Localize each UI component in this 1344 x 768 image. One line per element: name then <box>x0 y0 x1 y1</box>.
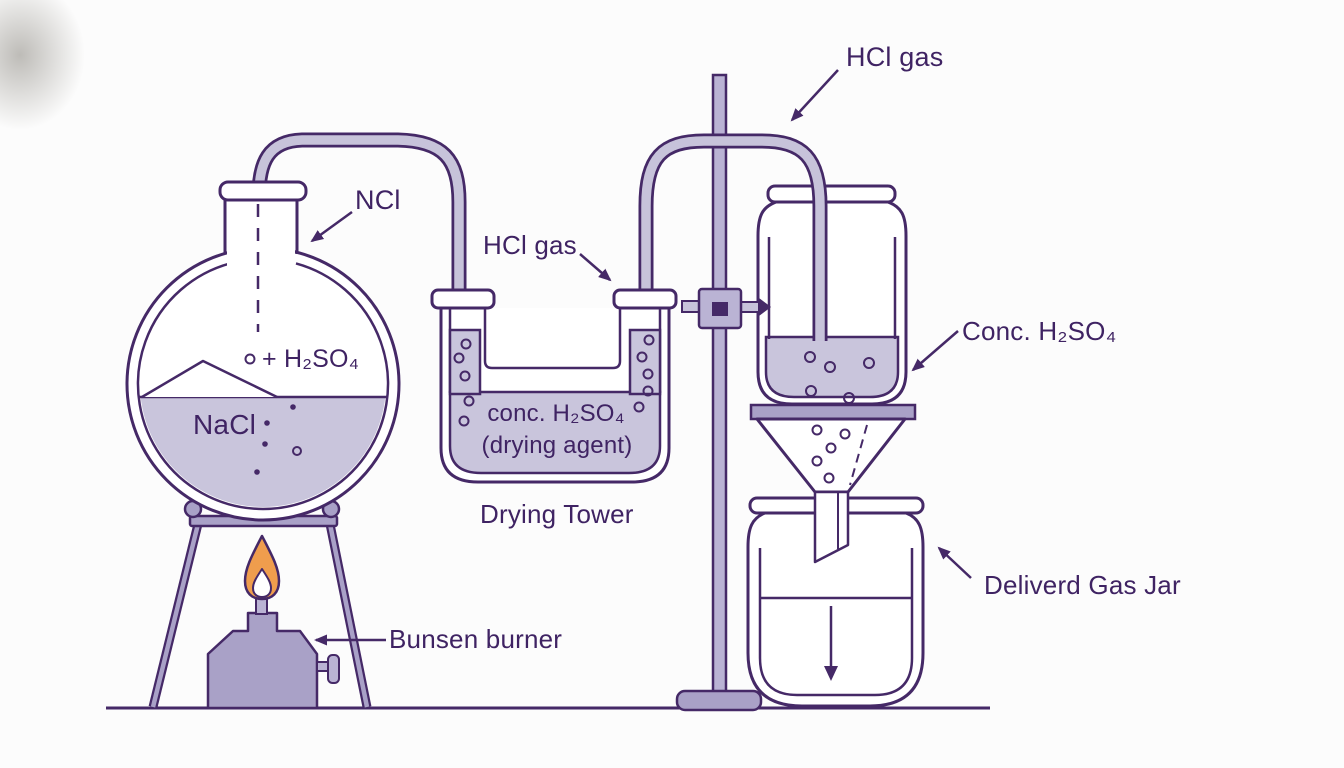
tower-baffle <box>483 308 622 370</box>
annotation-arrows <box>310 69 972 646</box>
funnel-bubbles <box>811 424 851 484</box>
flask-salt-text: NaCl <box>193 409 257 440</box>
stand-clamp <box>681 287 771 330</box>
drying-tower <box>439 308 671 484</box>
label-hcl-gas-mid: HCl gas <box>483 230 577 260</box>
tripod-stand <box>148 499 372 709</box>
tower-liquid-basin <box>448 390 662 475</box>
gas-flow-arrow <box>824 606 838 681</box>
arrow-deliverd <box>937 546 972 579</box>
tower-left-neck <box>430 288 496 310</box>
gas-valve-knob <box>327 654 340 684</box>
flask-liquid <box>140 397 386 507</box>
jar1-bubbles <box>804 351 875 404</box>
funnel <box>755 417 907 494</box>
round-bottom-flask <box>125 132 467 522</box>
funnel-stem <box>813 490 850 564</box>
tower-bubbles <box>453 334 655 427</box>
delivery-tube-1 <box>251 132 467 298</box>
gas-washing-jar <box>756 184 908 406</box>
tower-liquid-text: conc. H₂SO₄ <box>487 400 625 427</box>
label-delivered-gas-jar: Deliverd Gas Jar <box>984 570 1181 600</box>
flask-neck-rim <box>218 180 308 202</box>
arrow-hcl-mid <box>579 253 612 282</box>
salt-heap <box>142 361 277 397</box>
label-bunsen-burner: Bunsen burner <box>389 624 563 654</box>
tower-right-neck <box>612 288 678 310</box>
arrow-conc-right <box>911 330 959 372</box>
label-flask-content: NCl <box>355 185 401 215</box>
support-plate <box>749 403 917 421</box>
bunsen-burner <box>206 534 340 710</box>
label-drying-tower: Drying Tower <box>480 499 634 529</box>
arrow-hcl-top <box>790 69 839 122</box>
flask-acid-text: + H₂SO₄ <box>262 345 360 373</box>
label-hcl-gas-top: HCl gas <box>846 42 944 72</box>
flame-inner <box>252 568 272 598</box>
jar1-lid <box>766 184 897 204</box>
stand-base <box>675 689 763 712</box>
tower-note-text: (drying agent) <box>481 432 633 459</box>
delivery-tube-2 <box>638 133 828 341</box>
jar1-liquid <box>764 335 900 399</box>
stand-rod <box>711 73 728 697</box>
label-conc-h2so4: Conc. H₂SO₄ <box>962 316 1117 346</box>
arrow-ncl <box>310 210 353 243</box>
